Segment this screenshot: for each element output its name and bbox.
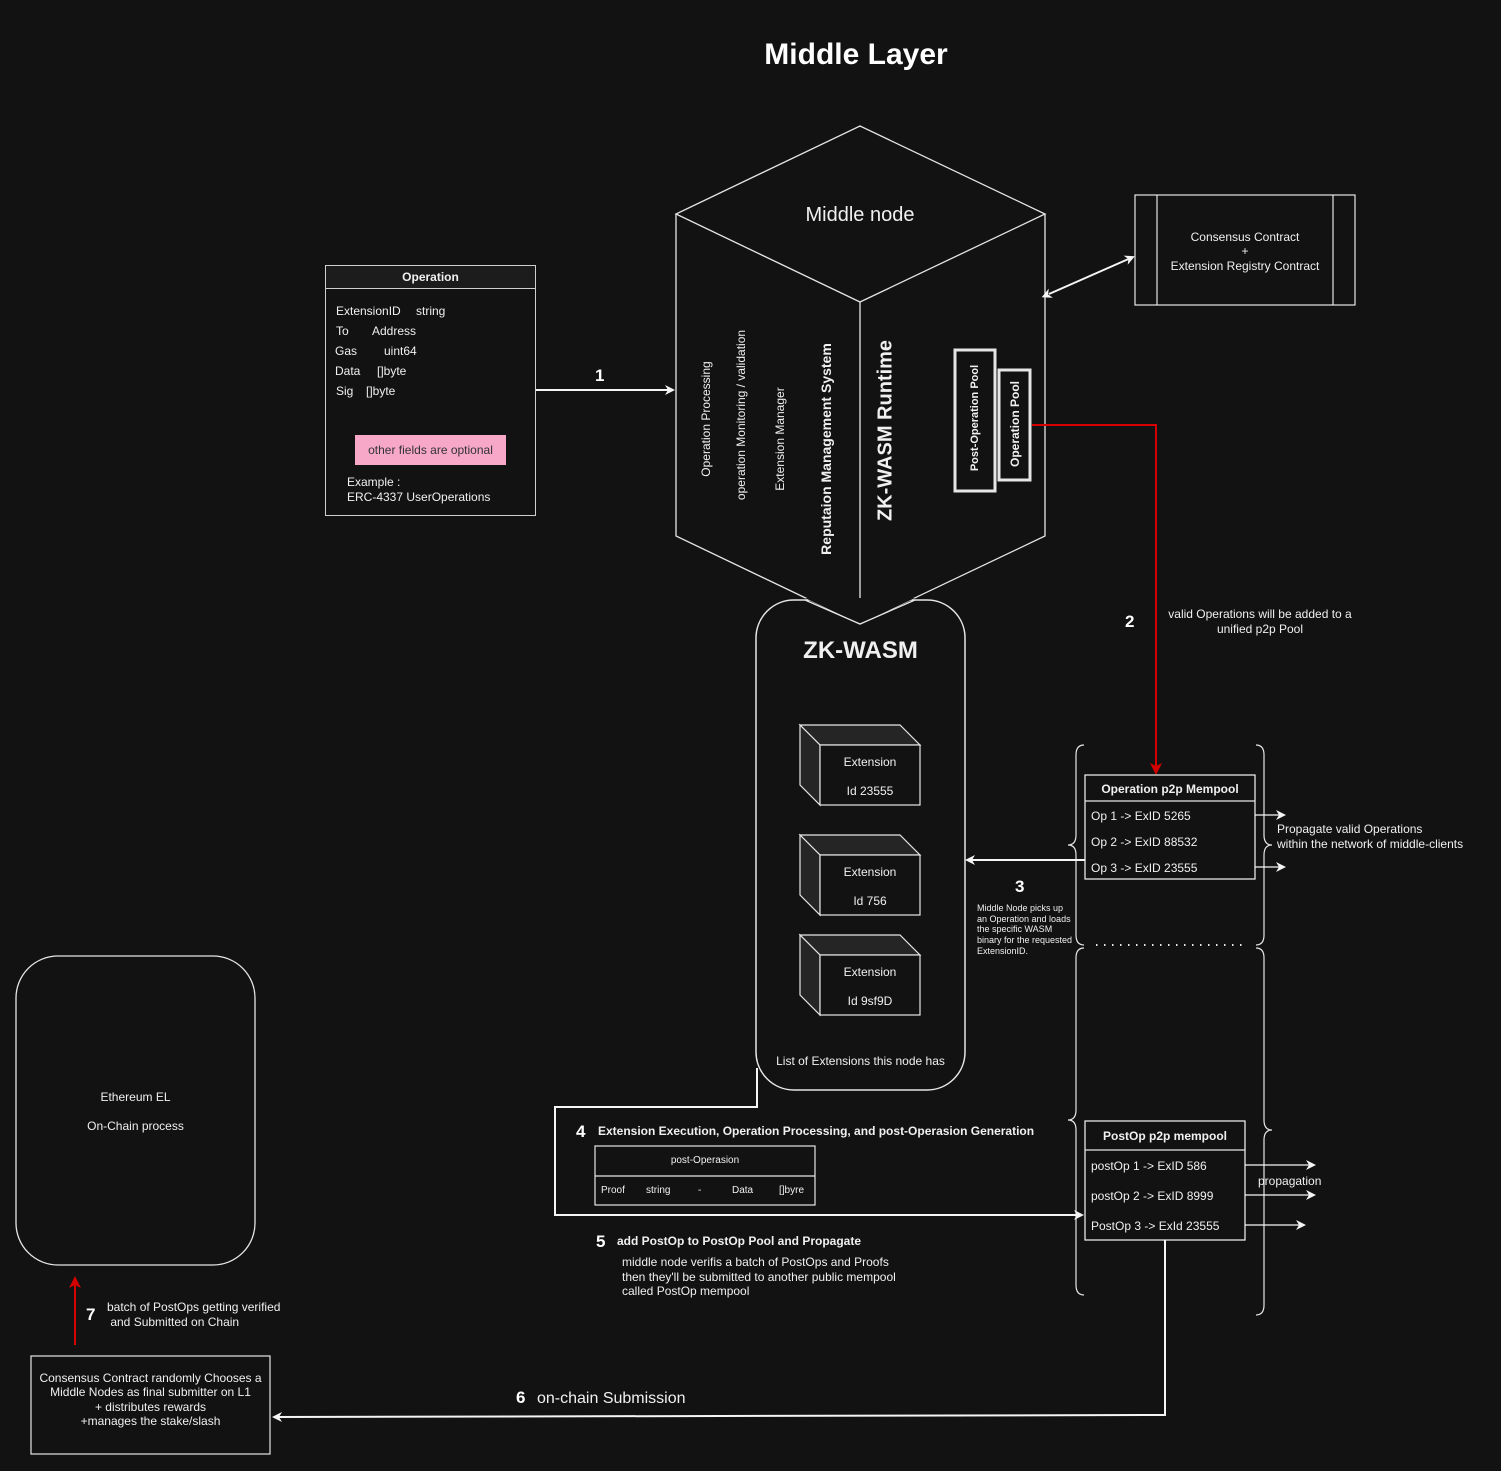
step-3-line: ExtensionID. xyxy=(977,945,1029,956)
propagate-text-line-1: Propagate valid Operations xyxy=(1277,822,1423,836)
example-value: ERC-4337 UserOperations xyxy=(347,490,491,504)
field-type: uint64 xyxy=(384,344,417,358)
zkwasm-title: ZK-WASM xyxy=(803,637,918,664)
op-mempool-row[interactable]: Op 3 -> ExID 23555 xyxy=(1091,861,1198,875)
step-4-number: 4 xyxy=(576,1122,586,1141)
step-3-number: 3 xyxy=(1015,877,1025,896)
extension-id: Id 9sf9D xyxy=(847,994,893,1008)
step-2-text-line-2: unified p2p Pool xyxy=(1216,622,1304,636)
step-6-number: 6 xyxy=(516,1388,526,1407)
field-name: To xyxy=(336,324,349,338)
step-2-number: 2 xyxy=(1125,612,1135,631)
post-operation-table-header: post-Operasion xyxy=(670,1155,740,1166)
operation-pool-label: Operation Pool xyxy=(1008,381,1022,468)
step-2-text-line-1: valid Operations will be added to a xyxy=(1168,607,1352,621)
field-type: string xyxy=(416,304,446,318)
operation-pool-box xyxy=(997,368,1032,482)
arrow-step-2 xyxy=(1032,424,1162,775)
contracts-line-3: Extension Registry Contract xyxy=(1170,259,1320,273)
field-name: ExtensionID xyxy=(336,304,401,318)
consensus-box-text: Consensus Contract randomly Chooses a Mi… xyxy=(31,1371,270,1428)
ethereum-line-2: On-Chain process xyxy=(87,1119,184,1133)
propagation-label: propagation xyxy=(1258,1174,1322,1188)
post-operation-cell: []byre xyxy=(779,1185,805,1196)
step-5-line: called PostOp mempool xyxy=(622,1284,750,1298)
arrow-step-4-5 xyxy=(554,1068,1084,1220)
arrow-step-6 xyxy=(272,1240,1166,1422)
consensus-line: Middle Nodes as final submitter on L1 xyxy=(50,1385,251,1400)
post-operation-pool-label: Post-Operation Pool xyxy=(969,364,981,472)
postop-mempool-row[interactable]: postOp 2 -> ExID 8999 xyxy=(1091,1189,1214,1203)
post-operation-table-shape xyxy=(594,1145,816,1206)
post-operation-cell: - xyxy=(698,1185,702,1196)
step-3-line: Middle Node picks up xyxy=(977,903,1064,913)
component-operation-monitoring: operation Monitoring / validation xyxy=(734,329,748,501)
step-3-description: Middle Node picks up an Operation and lo… xyxy=(977,903,1072,957)
component-reputation-management: Reputaion Management System xyxy=(818,343,834,555)
step-3-line: the specific WASM xyxy=(977,924,1053,935)
zkwasm-footer: List of Extensions this node has xyxy=(776,1054,945,1068)
step-5-line: then they'll be submitted to another pub… xyxy=(622,1269,896,1284)
step-3-line: an Operation and loads xyxy=(977,913,1071,924)
op-mempool-header: Operation p2p Mempool xyxy=(1101,782,1239,796)
postop-mempool-header: PostOp p2p mempool xyxy=(1102,1129,1227,1143)
step-4-title: Extension Execution, Operation Processin… xyxy=(598,1124,1035,1138)
post-operation-cell: Proof xyxy=(601,1185,625,1196)
consensus-line: Consensus Contract randomly Chooses a xyxy=(39,1371,262,1385)
field-name: Sig xyxy=(336,384,354,398)
field-type: []byte xyxy=(366,384,396,398)
consensus-box-shape xyxy=(30,1355,271,1455)
extension-label: Extension xyxy=(843,965,897,979)
component-extension-manager: Extension Manager xyxy=(773,387,787,491)
ethereum-line-1: Ethereum EL xyxy=(100,1090,171,1104)
example-label: Example : xyxy=(347,475,401,489)
step-7-number: 7 xyxy=(86,1305,96,1324)
postop-mempool-row[interactable]: PostOp 3 -> ExId 23555 xyxy=(1091,1219,1220,1233)
post-operation-pool-box xyxy=(953,348,997,493)
field-type: []byte xyxy=(377,364,407,378)
step-7-line-1: batch of PostOps getting verified xyxy=(107,1300,281,1314)
consensus-line: + distributes rewards xyxy=(94,1399,207,1414)
field-name: Data xyxy=(335,364,361,378)
page-title: Middle Layer xyxy=(764,38,948,71)
contracts-box-shape xyxy=(1134,194,1356,306)
propagate-text-line-2: within the network of middle-clients xyxy=(1277,837,1464,851)
step-5-number: 5 xyxy=(596,1232,606,1251)
field-name: Gas xyxy=(335,344,358,358)
operation-card: Operation ExtensionID string To Address … xyxy=(325,265,536,516)
op-mempool-row[interactable]: Op 2 -> ExID 88532 xyxy=(1091,835,1198,849)
component-operation-processing: Operation Processing xyxy=(699,361,713,477)
step-6-label: on-chain Submission xyxy=(537,1390,686,1407)
step-5-title: add PostOp to PostOp Pool and Propagate xyxy=(617,1234,862,1248)
step-7-line-2: and Submitted on Chain xyxy=(107,1315,240,1329)
operation-card-header: Operation xyxy=(326,266,535,289)
optional-fields-note: other fields are optional xyxy=(355,435,506,465)
arrow-node-contracts xyxy=(1041,255,1135,298)
extension-box-shapes xyxy=(798,723,922,1017)
middle-node-label: Middle node xyxy=(805,204,915,226)
extension-label: Extension xyxy=(843,865,897,879)
consensus-line: +manages the stake/slash xyxy=(80,1413,221,1428)
zkwasm-runtime-label: ZK-WASM Runtime xyxy=(874,339,897,522)
contracts-line-2: + xyxy=(1241,244,1249,258)
post-operation-cell: Data xyxy=(732,1185,754,1196)
ethereum-box-shape xyxy=(15,955,256,1266)
postop-mempool-row[interactable]: postOp 1 -> ExID 586 xyxy=(1091,1159,1207,1173)
post-operation-cell: string xyxy=(646,1185,671,1196)
contracts-line-1: Consensus Contract xyxy=(1190,230,1300,244)
field-type: Address xyxy=(372,324,417,338)
extension-label: Extension xyxy=(843,755,897,769)
op-mempool-box-shape xyxy=(1084,774,1256,880)
extension-id: Id 756 xyxy=(853,894,887,908)
step-5-line: middle node verifis a batch of PostOps a… xyxy=(622,1255,889,1269)
step-5-description: middle node verifis a batch of PostOps a… xyxy=(622,1255,896,1299)
step-1-number: 1 xyxy=(595,366,605,385)
extension-id: Id 23555 xyxy=(846,784,894,798)
step-3-line: binary for the requested xyxy=(977,935,1073,946)
mempool-braces xyxy=(1067,744,1273,1316)
op-mempool-row[interactable]: Op 1 -> ExID 5265 xyxy=(1091,809,1191,823)
